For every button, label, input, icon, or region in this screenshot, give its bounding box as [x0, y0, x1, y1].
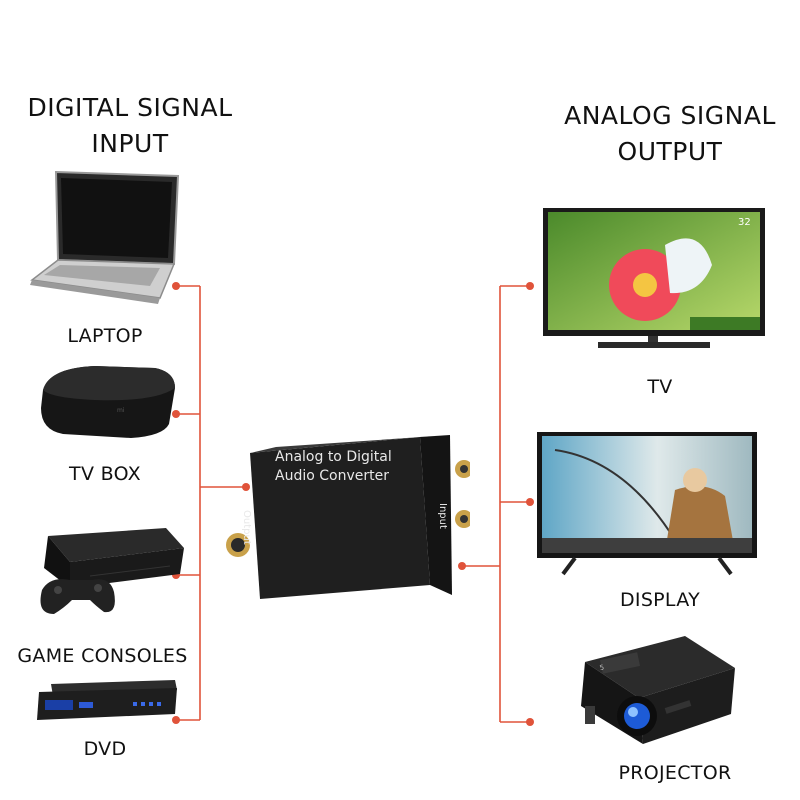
- output-heading-line1: ANALOG SIGNAL: [564, 101, 776, 130]
- display-icon: [537, 432, 757, 576]
- projector-connector-dot: [526, 718, 534, 726]
- input-label-tv-box: TV BOX: [69, 463, 141, 485]
- output-label-tv: TV: [647, 376, 673, 398]
- projector-icon: 5: [581, 636, 735, 744]
- dvd-connector-dot: [172, 716, 180, 724]
- svg-text:5: 5: [599, 664, 605, 673]
- converter-device-icon: [226, 435, 470, 599]
- output-label-projector: PROJECTOR: [618, 762, 732, 784]
- game-console-icon: [40, 528, 184, 614]
- input-label-dvd: DVD: [83, 738, 127, 760]
- tv-box-icon: mi: [41, 366, 175, 438]
- tv-size-badge: 32: [738, 217, 751, 228]
- input-heading-line2: INPUT: [91, 129, 169, 158]
- input-heading-line1: DIGITAL SIGNAL: [27, 93, 233, 122]
- svg-text:mi: mi: [117, 407, 125, 414]
- laptop-connector-dot: [172, 282, 180, 290]
- output-heading-line2: OUTPUT: [617, 137, 723, 166]
- tv-icon: 32: [543, 208, 765, 348]
- laptop-icon: [30, 170, 180, 304]
- output-heading: ANALOG SIGNAL OUTPUT: [550, 98, 790, 170]
- converter-port-input-label: Input: [437, 503, 448, 529]
- converter-port-output-label: Output: [241, 510, 252, 545]
- input-label-laptop: LAPTOP: [67, 325, 143, 347]
- display-connector-dot: [526, 498, 534, 506]
- input-heading: DIGITAL SIGNAL INPUT: [10, 90, 250, 162]
- tv-connector-dot: [526, 282, 534, 290]
- converter-label: Analog to Digital Audio Converter: [275, 448, 425, 486]
- output-label-display: DISPLAY: [619, 589, 700, 611]
- converter-input-dot: [458, 562, 466, 570]
- tv-box-connector-dot: [172, 410, 180, 418]
- rca-jacks: [455, 460, 470, 528]
- converter-title-line1: Analog to Digital: [275, 449, 392, 465]
- dvd-player-icon: [37, 680, 177, 720]
- input-label-game-consoles: GAME CONSOLES: [17, 645, 188, 667]
- converter-title-line2: Audio Converter: [275, 468, 389, 484]
- converter-output-dot: [242, 483, 250, 491]
